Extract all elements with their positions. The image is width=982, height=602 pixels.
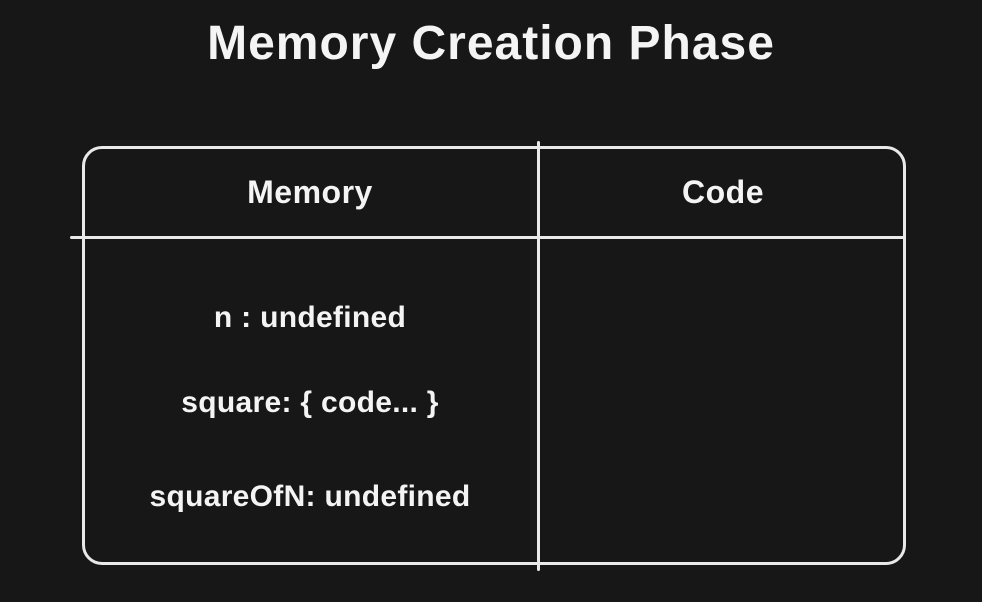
memory-entry-squareofn: squareOfN: undefined [149, 480, 471, 513]
execution-context-table-frame [82, 146, 906, 565]
code-column-header: Code [682, 173, 764, 210]
header-separator-line [70, 236, 906, 239]
memory-entry-n: n : undefined [213, 301, 407, 334]
memory-entry-square: square: { code... } [181, 386, 439, 419]
column-divider-line [537, 141, 540, 571]
page-title: Memory Creation Phase [207, 17, 775, 70]
memory-column-header: Memory [247, 173, 373, 210]
code-column-body [540, 239, 906, 559]
